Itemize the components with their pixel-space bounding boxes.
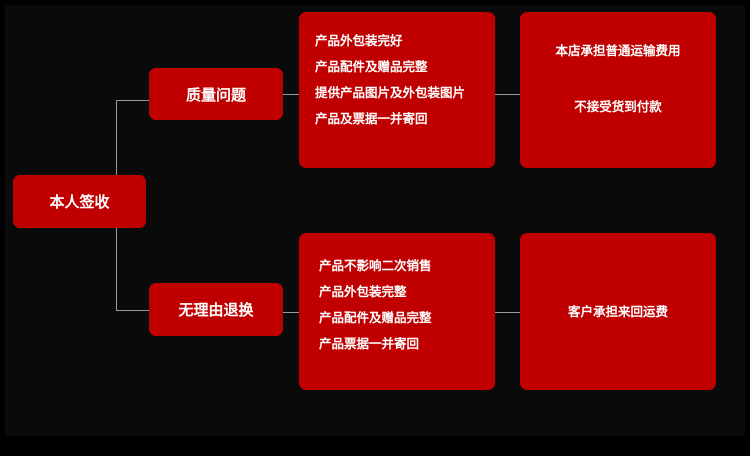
conditions-box-no-reason-return: 产品不影响二次销售 产品外包装完整 产品配件及赠品完整 产品票据一并寄回 bbox=[299, 233, 495, 390]
condition-item: 产品及票据一并寄回 bbox=[315, 111, 428, 126]
condition-item: 产品票据一并寄回 bbox=[319, 336, 420, 351]
branch-node-label: 无理由退换 bbox=[178, 301, 254, 319]
connector-root-to-quality bbox=[116, 100, 149, 101]
conditions-box-quality-issue: 产品外包装完好 产品配件及赠品完整 提供产品图片及外包装图片 产品及票据一并寄回 bbox=[299, 12, 495, 168]
connector-root-to-noreason bbox=[116, 310, 149, 311]
connector-quality-conditions-to-results bbox=[495, 94, 520, 95]
root-node-label: 本人签收 bbox=[49, 193, 110, 211]
condition-item: 产品配件及赠品完整 bbox=[319, 310, 432, 325]
condition-item: 产品外包装完整 bbox=[319, 284, 407, 299]
branch-node-quality-issue: 质量问题 bbox=[149, 68, 283, 120]
condition-item: 产品不影响二次销售 bbox=[319, 258, 432, 273]
result-item: 本店承担普通运输费用 bbox=[555, 43, 681, 58]
result-item: 不接受货到付款 bbox=[574, 99, 662, 114]
condition-item: 产品配件及赠品完整 bbox=[315, 59, 428, 74]
connector-noreason-to-conditions bbox=[283, 312, 299, 313]
branch-node-no-reason-return: 无理由退换 bbox=[149, 283, 283, 336]
root-node: 本人签收 bbox=[13, 175, 146, 228]
result-item: 客户承担来回运费 bbox=[567, 303, 668, 319]
results-box-quality-issue: 本店承担普通运输费用 不接受货到付款 bbox=[520, 12, 716, 168]
connector-noreason-conditions-to-results bbox=[495, 312, 520, 313]
connector-quality-to-conditions bbox=[283, 94, 299, 95]
branch-node-label: 质量问题 bbox=[185, 85, 246, 104]
condition-item: 产品外包装完好 bbox=[315, 33, 403, 48]
condition-item: 提供产品图片及外包装图片 bbox=[315, 85, 466, 100]
results-box-no-reason-return: 客户承担来回运费 bbox=[520, 233, 716, 390]
